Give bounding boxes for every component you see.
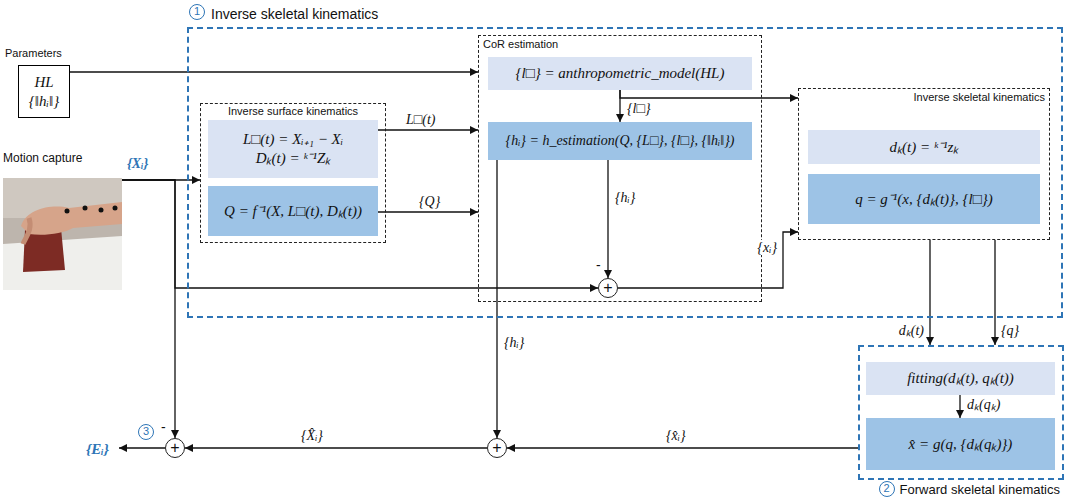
edge-label: dₖ(t)	[898, 323, 925, 338]
box-title: Parameters	[5, 47, 62, 60]
edge-label: {Q}	[418, 194, 441, 209]
plus-sign: +	[492, 440, 501, 456]
region-panel: 1Inverse skeletal kinematicsInverse surf…	[187, 27, 1063, 318]
output-label: {Eᵢ}	[86, 440, 109, 459]
edge-label: {X̂ᵢ}	[300, 428, 324, 443]
group-box: CoR estimation {l□} = anthropometric_mode…	[478, 35, 762, 302]
motion-capture-photo	[3, 178, 122, 290]
region-title: Forward skeletal kinematics	[900, 482, 1060, 497]
formula-box: {hᵢ} = h_estimation(Q, {L□}, {l□}, {‖hᵢ‖…	[488, 122, 752, 160]
plus-sign: +	[603, 280, 612, 296]
group-box: Inverse surface kinematicsL□(t) = Xᵢ₊₁ −…	[200, 103, 386, 243]
edge-label: dₖ(qₖ)	[966, 397, 1001, 412]
edge-label: {hᵢ}	[614, 190, 636, 205]
edge-label: {x̂ᵢ}	[665, 428, 687, 443]
connector	[994, 240, 995, 345]
connector	[122, 180, 598, 288]
parameter-box: ParametersHL{‖hᵢ‖}	[18, 65, 70, 118]
region-title: Inverse skeletal kinematics	[211, 5, 378, 23]
sum-junction: +	[598, 278, 618, 298]
formula-box: Q = f⁻¹(X, L□(t), Dₖ(t))	[208, 186, 378, 236]
formula-text: q = g⁻¹(x, {dₖ(t)}, {l□})	[855, 190, 993, 209]
formula-text: dₖ(t) = ᵏ⁻¹zₖ	[890, 138, 959, 157]
formula-text: {l□} = anthropometric_model(HL)	[516, 64, 725, 83]
formula-text: Q = f⁻¹(X, L□(t), Dₖ(t))	[224, 202, 362, 221]
box-title: Motion capture	[3, 151, 82, 165]
connector	[70, 71, 478, 72]
connector	[929, 240, 930, 345]
formula-box: L□(t) = Xᵢ₊₁ − XᵢDₖ(t) = ᵏ⁻¹Zₖ	[208, 120, 378, 178]
sum-junction: +	[165, 438, 185, 458]
connector	[378, 129, 478, 130]
formula-text: fitting(dₖ(t), qₖ(t))	[907, 369, 1014, 388]
callout-number: 2	[879, 481, 895, 497]
photo-panel: Motion capture	[3, 178, 122, 290]
connector	[378, 211, 478, 212]
formula-text: L□(t) = Xᵢ₊₁ − Xᵢ	[243, 130, 343, 149]
box-title: Inverse surface kinematics	[201, 105, 385, 118]
formula-box: fitting(dₖ(t), qₖ(t))	[866, 362, 1055, 395]
formula-box: x̂ = g(q, {dₖ(qₖ)})	[866, 418, 1055, 470]
formula-text: x̂ = g(q, {dₖ(qₖ)})	[909, 435, 1013, 454]
connector	[959, 395, 960, 418]
edge-label: L□(t)	[405, 112, 436, 127]
output-arrow	[119, 447, 165, 448]
formula-text: {hᵢ} = h_estimation(Q, {L□}, {l□}, {‖hᵢ‖…	[506, 132, 735, 150]
formula-box: {l□} = anthropometric_model(HL)	[488, 57, 752, 90]
plus-sign: +	[170, 440, 179, 456]
box-title: Inverse skeletal kinematics	[914, 91, 1045, 104]
sum-junction: +	[487, 438, 507, 458]
parameter-text: HL	[34, 73, 53, 92]
box-title: CoR estimation	[483, 38, 558, 51]
edge-label: {xᵢ}	[756, 240, 778, 255]
edge-label: {l□}	[626, 101, 652, 116]
group-box: Inverse skeletal kinematics dₖ(t) = ᵏ⁻¹zₖ…	[798, 88, 1050, 240]
connector	[620, 90, 798, 98]
edge-label: {q}	[1000, 323, 1020, 338]
connector	[122, 180, 175, 438]
region-panel: 2Forward skeletal kinematicsfitting(dₖ(t…	[858, 345, 1064, 480]
parameter-text: {‖hᵢ‖}	[29, 92, 59, 111]
formula-box: q = g⁻¹(x, {dₖ(t)}, {l□})	[808, 174, 1040, 224]
connector	[607, 160, 608, 278]
connector	[185, 447, 487, 448]
callout-number: 1	[189, 4, 205, 20]
formula-text: Dₖ(t) = ᵏ⁻¹Zₖ	[256, 149, 331, 168]
sign-label: -	[161, 420, 166, 435]
edge-label: {hᵢ}	[503, 335, 525, 350]
connector	[507, 447, 858, 448]
connector	[496, 160, 497, 438]
edge-label: {Xᵢ}	[126, 156, 149, 171]
callout-number: 3	[138, 424, 154, 440]
sign-label: -	[596, 258, 601, 273]
connector	[618, 232, 798, 288]
formula-box: dₖ(t) = ᵏ⁻¹zₖ	[808, 130, 1040, 164]
